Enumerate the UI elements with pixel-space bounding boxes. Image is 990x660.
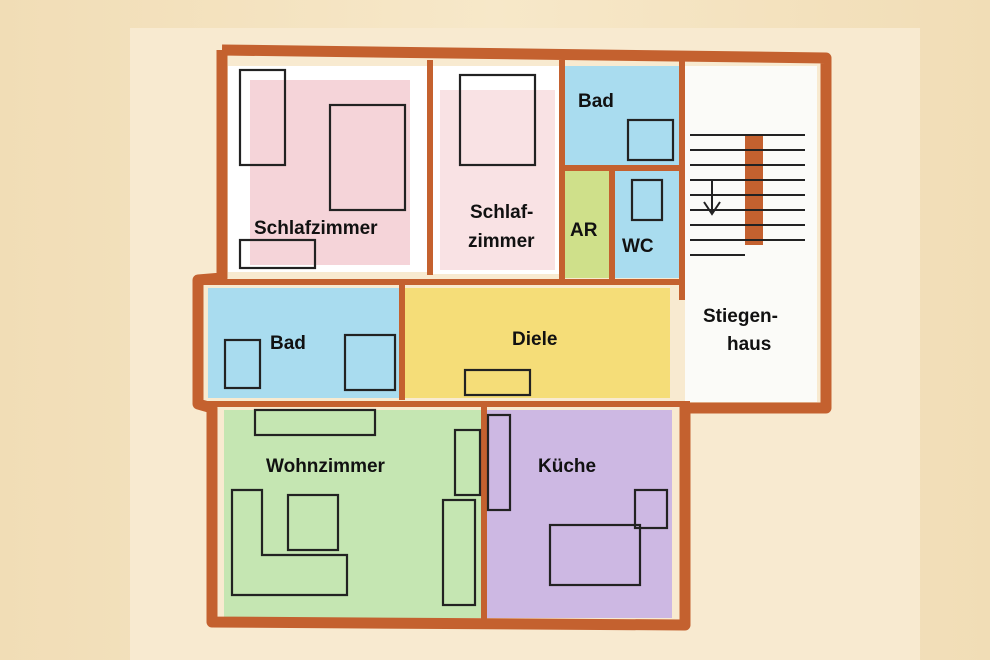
- label-stiegenhaus-line1: Stiegen-: [703, 306, 778, 327]
- desk: [238, 238, 317, 270]
- room-abstellraum: [565, 170, 612, 278]
- label-stiegenhaus-line2: haus: [727, 334, 771, 355]
- label-ar: AR: [570, 220, 598, 241]
- bed: [458, 73, 537, 167]
- bed: [328, 103, 407, 212]
- room-diele: [405, 288, 670, 398]
- label-wohnzimmer: Wohnzimmer: [266, 456, 386, 477]
- room-bad-oben: [565, 66, 680, 166]
- room-wc: [614, 170, 680, 278]
- cabinet: [463, 368, 532, 397]
- room-wohnzimmer: [224, 410, 482, 618]
- stair-rail: [745, 135, 763, 245]
- label-kueche: Küche: [538, 456, 596, 477]
- label-schlafzimmer: Schlafzimmer: [254, 218, 378, 239]
- room-labels: Schlafzimmer Schlaf- zimmer Bad AR WC St…: [254, 91, 778, 477]
- label-schlafzimmer-2-line1: Schlaf-: [470, 202, 533, 223]
- label-bad-oben: Bad: [578, 91, 614, 112]
- room-bad-links: [208, 288, 400, 398]
- shower: [626, 118, 675, 162]
- label-bad-links: Bad: [270, 333, 306, 354]
- toilet-icon: [223, 338, 262, 390]
- furniture: [223, 68, 805, 607]
- label-schlafzimmer-2-line2: zimmer: [468, 231, 535, 252]
- stove-icon: [633, 488, 669, 530]
- kitchen-counter: [486, 413, 512, 512]
- coffee-table: [286, 493, 340, 552]
- toilet-icon: [630, 178, 664, 222]
- sideboard: [253, 408, 377, 437]
- room-kueche: [486, 410, 672, 618]
- label-diele: Diele: [512, 329, 557, 350]
- label-wc: WC: [622, 236, 654, 257]
- dining-table: [548, 523, 642, 587]
- stairs-icon: [690, 134, 805, 256]
- shelf: [441, 498, 477, 607]
- sofa: [230, 488, 349, 597]
- wardrobe: [238, 68, 287, 167]
- tv-unit: [453, 428, 482, 497]
- walls: [192, 44, 832, 631]
- shower: [343, 333, 397, 392]
